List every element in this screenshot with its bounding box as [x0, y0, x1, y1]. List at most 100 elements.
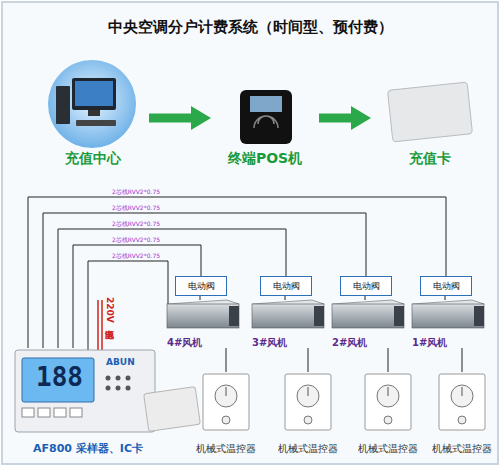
ic-card: [144, 387, 201, 432]
thermostat-switch: [384, 416, 392, 424]
signal-wire: [285, 296, 286, 300]
thermostat-unit: 机械式温控器: [274, 372, 342, 454]
fan-unit: 3#风机: [240, 300, 330, 348]
fan-coil: [167, 300, 239, 328]
indicator-light: [126, 386, 131, 391]
node-label: 2#风机: [332, 337, 367, 349]
node-label: 机械式温控器: [196, 443, 256, 455]
fan-body: [252, 304, 324, 328]
thermostat-dial: [297, 385, 319, 407]
valve-box: 电动阀: [260, 276, 312, 296]
thermostat-switch: [222, 416, 230, 424]
sampler-screen: [22, 358, 94, 402]
sampler-unit: AF800 采样器、IC卡: [8, 348, 168, 456]
thermostat-unit: 机械式温控器: [354, 372, 422, 454]
flow-arrow: [319, 114, 351, 123]
signal-wire: [43, 213, 366, 348]
display-digits: 188: [36, 364, 83, 390]
node-label: 电动阀: [353, 281, 380, 291]
thermostat-dial: [377, 385, 399, 407]
wire-label: 2芯线RVV2*0.75: [112, 237, 160, 243]
signal-wire: [200, 296, 201, 300]
computer-tower: [56, 86, 70, 124]
node-label: 终端POS机: [228, 150, 302, 166]
fan-grille: [229, 306, 239, 326]
node-label: 机械式温控器: [432, 443, 492, 455]
flow-arrow: [149, 114, 191, 123]
sampler-button: [22, 408, 34, 417]
wire-label: 2芯线RVV2*0.75: [112, 221, 160, 227]
sampler-button: [54, 408, 66, 417]
thermostat-unit: 机械式温控器: [192, 372, 260, 454]
diagram-title: 中央空调分户计费系统（时间型、预付费）: [0, 18, 500, 37]
thermostat-unit: 机械式温控器: [428, 372, 496, 454]
computer-halo: [48, 60, 136, 148]
fan-coil: [332, 300, 404, 328]
signal-wire: [28, 197, 446, 348]
fan-coil: [412, 300, 484, 328]
computer-stand: [88, 110, 100, 116]
thermostat-body: [285, 374, 331, 430]
node-label: 充值中心: [65, 150, 121, 166]
system-component: 充值中心: [40, 58, 145, 166]
fan-coil: [252, 300, 324, 328]
sampler-body: [15, 350, 155, 432]
valve-box: 电动阀: [340, 276, 392, 296]
sampler-button: [70, 408, 82, 417]
thermostat-body: [439, 374, 485, 430]
fan-grille: [314, 306, 324, 326]
signal-wire: [58, 229, 286, 348]
computer-screen: [75, 81, 113, 106]
thermostat-body: [365, 374, 411, 430]
node-label: AF800 采样器、IC卡: [33, 443, 143, 456]
node-label: 电动阀: [188, 281, 215, 291]
indicator-light: [106, 386, 111, 391]
node-label: 1#风机: [412, 337, 447, 349]
node-label: 4#风机: [167, 337, 202, 349]
fan-grille: [474, 306, 484, 326]
signal-wire: [308, 348, 309, 372]
pos-terminal: [240, 90, 292, 144]
signal-wire: [388, 348, 389, 372]
wire-label: 2芯线RVV2*0.75: [112, 189, 160, 195]
fan-body: [167, 304, 239, 328]
computer-monitor: [72, 78, 116, 110]
pos-rf-mark: [254, 116, 278, 128]
thermostat-dial: [215, 385, 237, 407]
fan-unit: 1#风机: [400, 300, 490, 348]
thermostat: [365, 374, 411, 430]
fan-grille: [394, 306, 404, 326]
node-label: 充值卡: [409, 150, 451, 166]
thermostat-switch: [458, 416, 466, 424]
power-wire: [101, 300, 103, 350]
signal-wire: [73, 245, 201, 348]
thermostat: [203, 374, 249, 430]
signal-wire: [365, 296, 366, 300]
valve-box: 电动阀: [175, 276, 227, 296]
node-label: 机械式温控器: [358, 443, 418, 455]
indicator-light: [116, 376, 121, 381]
wire-label: 2芯线RVV2*0.75: [112, 253, 160, 259]
indicator-light: [116, 386, 121, 391]
valve-box: 电动阀: [420, 276, 472, 296]
wire-label: 2芯线RVV2*0.75: [112, 205, 160, 211]
fan-unit: 4#风机: [155, 300, 245, 348]
card-illustration: [388, 82, 473, 142]
sampler-button: [38, 408, 50, 417]
signal-wire: [462, 348, 463, 372]
fan-body: [332, 304, 404, 328]
node-label: 3#风机: [252, 337, 287, 349]
brand-logo: ABUN: [106, 358, 135, 367]
indicator-light: [126, 376, 131, 381]
dial-pointer: [388, 387, 389, 396]
node-label: 电动阀: [273, 281, 300, 291]
computer-keyboard: [76, 120, 116, 126]
thermostat-dial: [451, 385, 473, 407]
dial-pointer: [226, 387, 227, 396]
indicator-light: [106, 376, 111, 381]
signal-wire: [226, 348, 227, 372]
